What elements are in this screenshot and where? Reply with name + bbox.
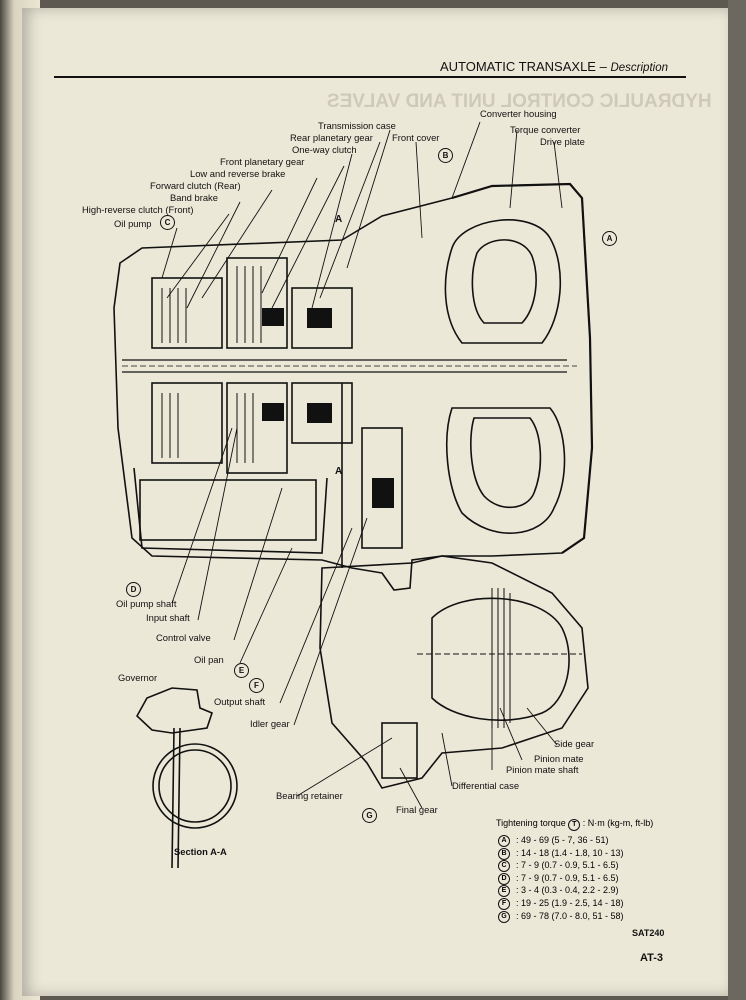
torque-symbol: T (568, 819, 581, 831)
label-input-shaft: Input shaft (146, 612, 190, 623)
torque-row: E : 3 - 4 (0.3 - 0.4, 2.2 - 2.9) (496, 885, 696, 898)
torque-value: : 7 - 9 (0.7 - 0.9, 5.1 - 6.5) (516, 860, 619, 871)
torque-heading-text: Tightening torque (496, 818, 566, 828)
label-side-gear: Side gear (554, 738, 595, 749)
torque-units: : N·m (kg-m, ft-lb) (582, 818, 654, 828)
header-subtitle: Description (610, 62, 668, 74)
torque-key: A (498, 835, 510, 847)
torque-converter-upper (444, 219, 562, 344)
label-oil-pump-shaft: Oil pump shaft (116, 598, 177, 609)
converter-housing-outline (451, 182, 594, 554)
page-number: AT-3 (640, 952, 664, 964)
callout-b: B (438, 148, 453, 163)
label-band-brake: Band brake (170, 192, 218, 203)
manual-page: HYDRAULIC CONTROL UNIT AND VALVES AUTOMA… (22, 8, 728, 996)
torque-key: F (498, 897, 510, 910)
torque-key: D (498, 872, 510, 885)
tightening-torque-table: Tightening torque T : N·m (kg-m, ft-lb) … (496, 818, 696, 923)
svg-text:A: A (335, 466, 342, 477)
label-section-aa: Section A-A (174, 846, 227, 857)
label-high-reverse-clutch: High-reverse clutch (Front) (82, 204, 194, 215)
torque-value: : 49 - 69 (5 - 7, 36 - 51) (516, 835, 609, 845)
figure-code: SAT240 (632, 928, 665, 938)
torque-row: G : 69 - 78 (7.0 - 8.0, 51 - 58) (496, 910, 696, 924)
torque-converter-inner-upper (471, 239, 537, 324)
label-idler-gear: Idler gear (250, 718, 290, 729)
torque-heading: Tightening torque T : N·m (kg-m, ft-lb) (496, 818, 696, 831)
label-output-shaft: Output shaft (214, 696, 266, 707)
label-drive-plate: Drive plate (540, 136, 585, 147)
torque-value: : 69 - 78 (7.0 - 8.0, 51 - 58) (516, 910, 624, 921)
torque-key: B (498, 847, 510, 860)
label-differential-case: Differential case (452, 780, 520, 791)
torque-value: : 7 - 9 (0.7 - 0.9, 5.1 - 6.5) (516, 872, 619, 883)
label-oil-pump: Oil pump (114, 218, 152, 229)
header-rule (54, 76, 686, 78)
svg-text:A: A (335, 214, 342, 225)
label-governor: Governor (118, 672, 158, 683)
label-front-cover: Front cover (392, 132, 440, 143)
final-gear-teeth (491, 588, 511, 728)
differential-housing (319, 555, 589, 789)
torque-key: G (498, 910, 510, 923)
transmission-case-outline (113, 183, 593, 591)
torque-converter-inner-lower (470, 417, 542, 509)
header-title: AUTOMATIC TRANSAXLE (439, 59, 596, 74)
torque-row: B : 14 - 18 (1.4 - 1.8, 10 - 13) (496, 847, 696, 861)
torque-value: : 19 - 25 (1.9 - 2.5, 14 - 18) (516, 897, 624, 908)
section-aa-circle (152, 743, 238, 829)
callout-f: F (249, 678, 264, 693)
callout-g: G (362, 808, 377, 823)
torque-key: C (498, 860, 510, 873)
label-pinion-mate: Pinion mate (534, 753, 584, 764)
label-one-way-clutch: One-way clutch (292, 144, 357, 155)
label-converter-housing: Converter housing (480, 108, 557, 119)
label-front-planetary-gear: Front planetary gear (220, 156, 305, 167)
page-header: AUTOMATIC TRANSAXLE – Description (440, 59, 668, 74)
torque-value: : 3 - 4 (0.3 - 0.4, 2.2 - 2.9) (516, 885, 619, 896)
label-torque-converter: Torque converter (510, 124, 581, 135)
right-background (728, 0, 746, 1000)
label-pinion-mate-shaft: Pinion mate shaft (506, 764, 579, 775)
callout-e: E (234, 663, 249, 678)
label-bearing-retainer: Bearing retainer (276, 790, 343, 801)
label-forward-clutch: Forward clutch (Rear) (150, 180, 241, 191)
torque-value: : 14 - 18 (1.4 - 1.8, 10 - 13) (516, 847, 624, 858)
label-rear-planetary-gear: Rear planetary gear (290, 132, 373, 143)
torque-row: F : 19 - 25 (1.9 - 2.5, 14 - 18) (496, 897, 696, 911)
callout-a: A (602, 231, 617, 246)
label-oil-pan: Oil pan (194, 654, 224, 665)
torque-row: D : 7 - 9 (0.7 - 0.9, 5.1 - 6.5) (496, 872, 696, 886)
torque-row: A : 49 - 69 (5 - 7, 36 - 51) (496, 835, 696, 848)
header-separator: – (599, 59, 607, 74)
label-final-gear: Final gear (396, 804, 438, 815)
governor-body (135, 687, 213, 734)
label-control-valve: Control valve (156, 632, 211, 643)
differential-case-inner (431, 597, 570, 722)
torque-key: E (498, 885, 510, 898)
label-low-and-reverse-brake: Low and reverse brake (190, 168, 286, 179)
torque-converter-lower (446, 407, 566, 534)
label-transmission-case: Transmission case (318, 120, 396, 131)
callout-d: D (126, 582, 141, 597)
oil-pan-outline (133, 467, 328, 554)
torque-row: C : 7 - 9 (0.7 - 0.9, 5.1 - 6.5) (496, 860, 696, 873)
transaxle-cross-section-diagram: A A (113, 121, 594, 869)
callout-c: C (160, 215, 175, 230)
